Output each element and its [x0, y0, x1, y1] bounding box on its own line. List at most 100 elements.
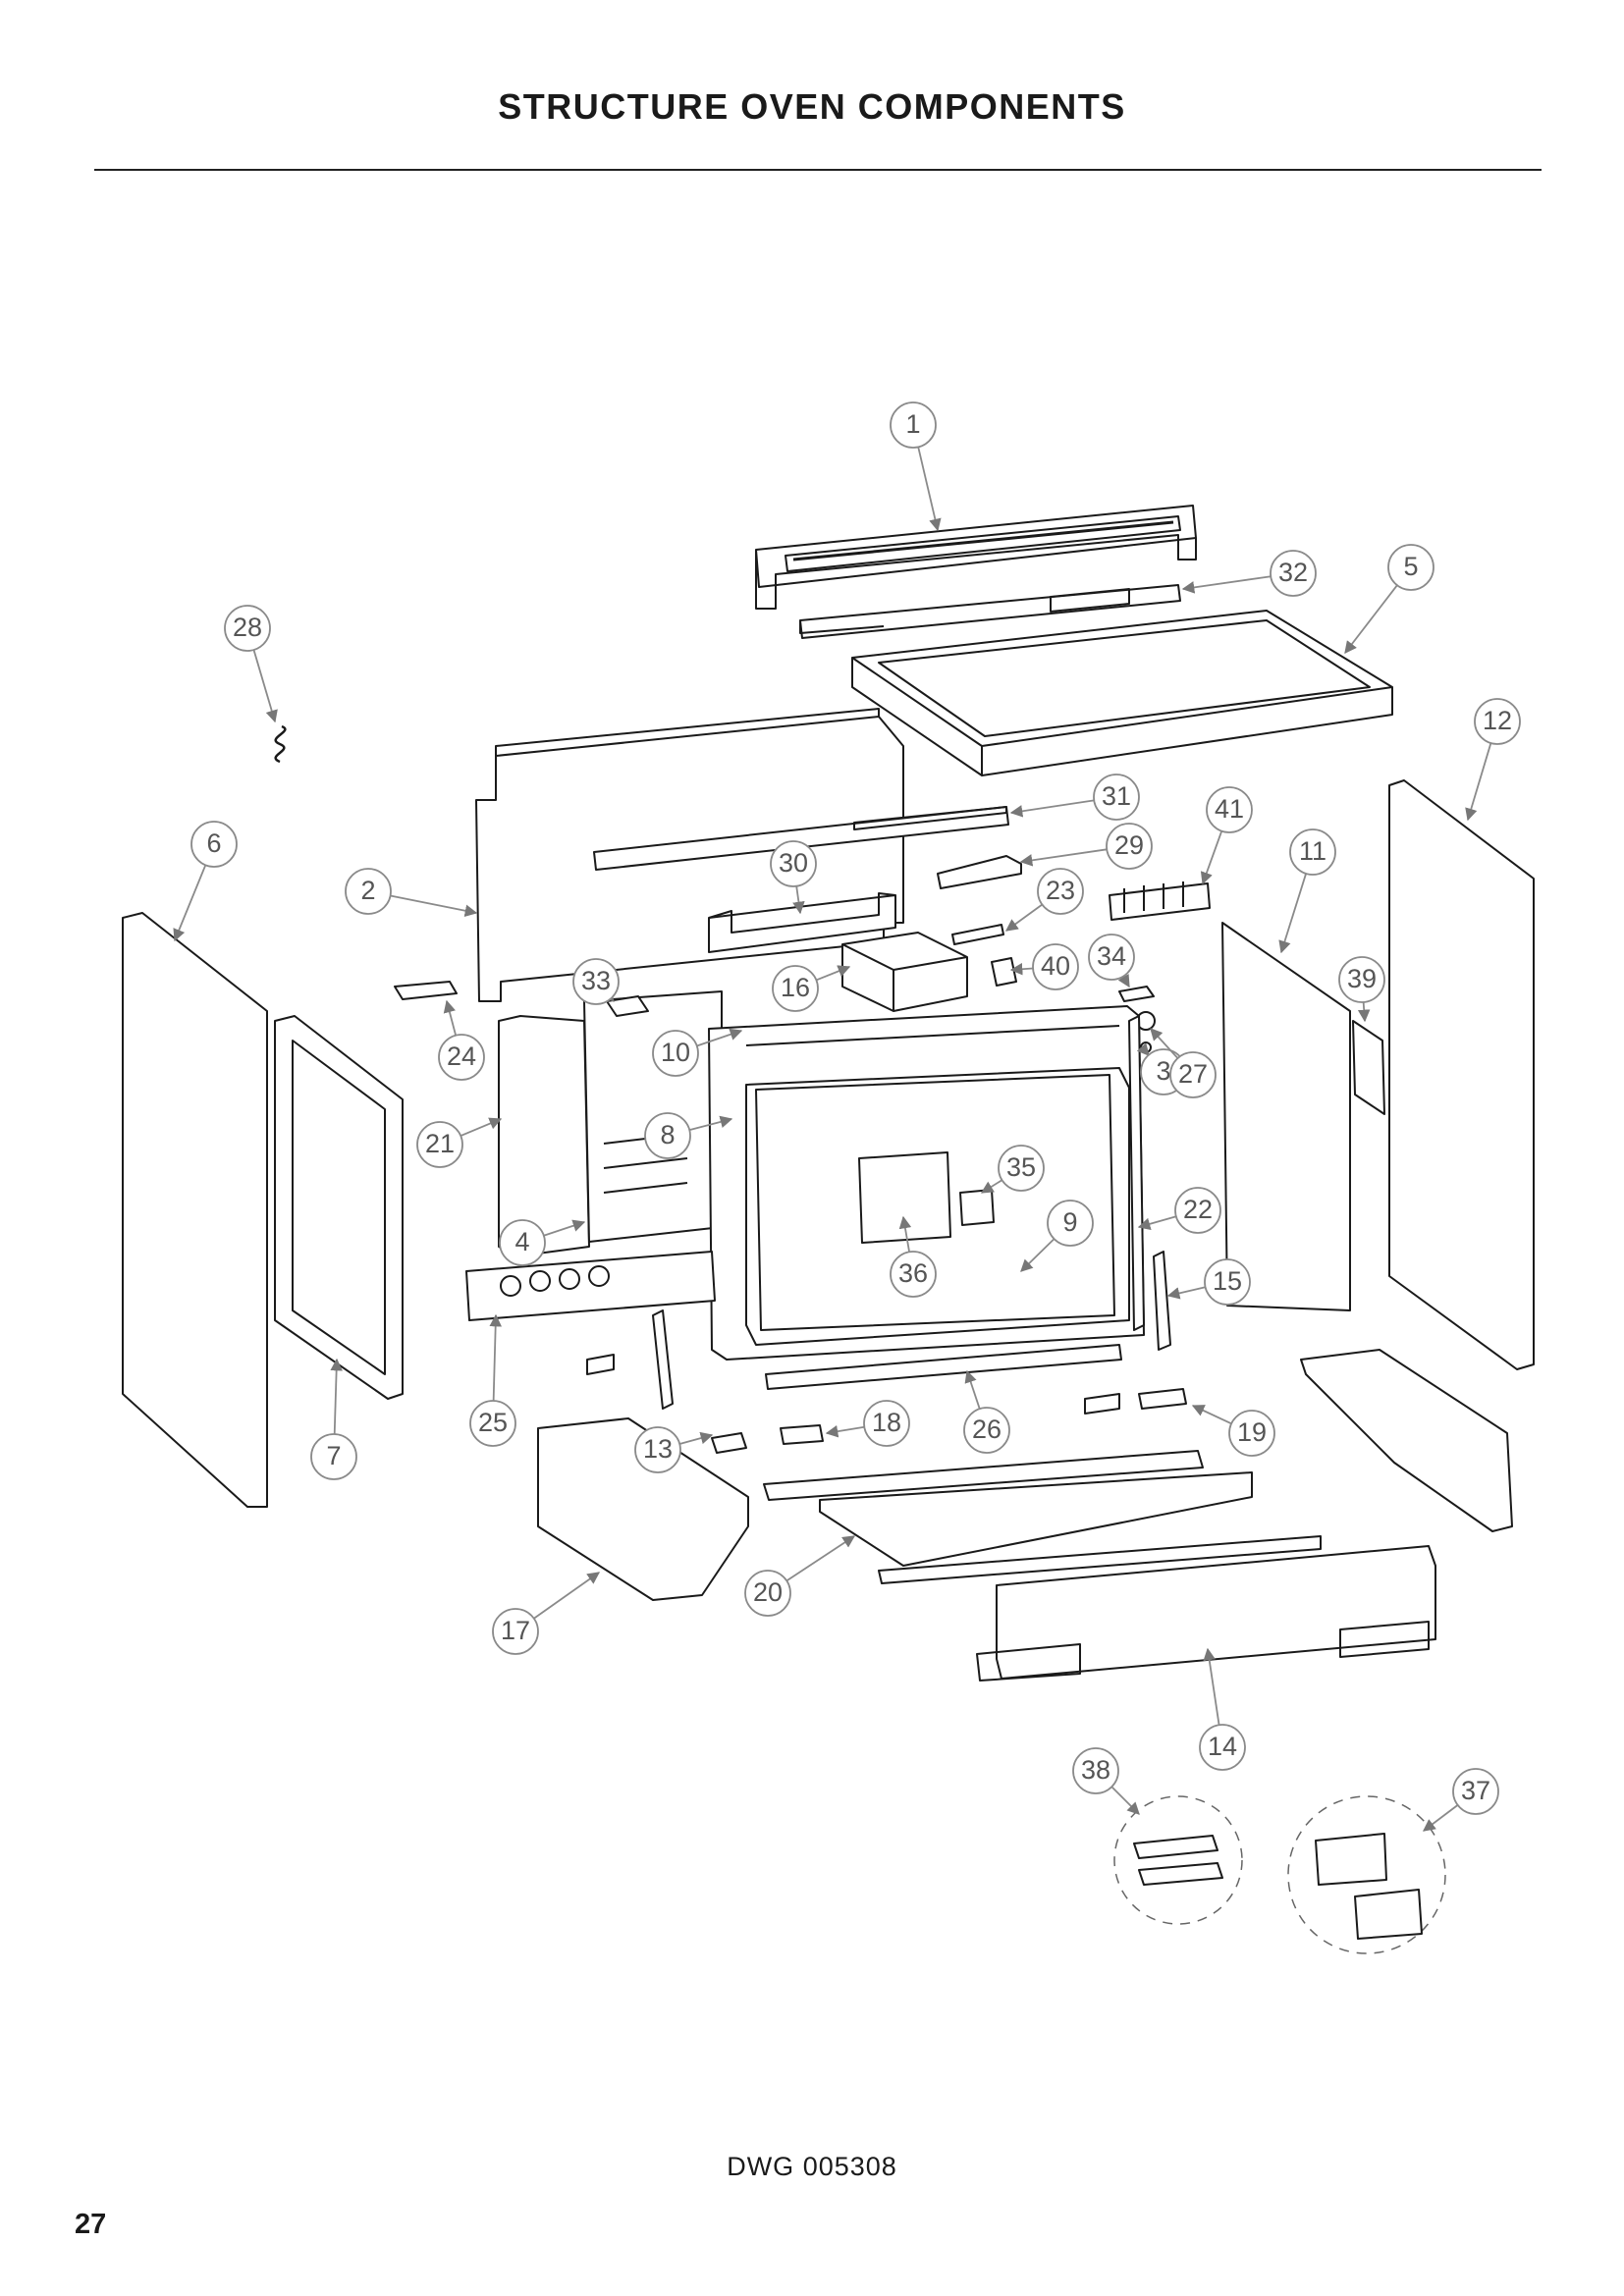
callout-27: 27 — [1150, 1028, 1217, 1098]
part-hinge-15 — [1153, 1251, 1171, 1351]
part-inner-wall-4 — [583, 990, 723, 1243]
callout-32: 32 — [1181, 550, 1317, 597]
callout-circle — [492, 1608, 539, 1655]
part-door-panel-11 — [1221, 922, 1351, 1311]
callout-20: 20 — [744, 1535, 856, 1617]
callout-circle — [1474, 698, 1521, 745]
part-35 — [959, 1189, 995, 1226]
callout-leader — [1020, 1238, 1056, 1272]
callout-label: 23 — [1046, 876, 1075, 905]
callout-circle — [438, 1034, 485, 1081]
part-bracket-right — [1300, 1349, 1513, 1532]
callout-circle — [770, 840, 817, 887]
part-bracket-24 — [394, 981, 458, 1000]
callout-circle — [644, 1112, 691, 1159]
callout-30: 30 — [770, 840, 817, 915]
callout-19: 19 — [1191, 1405, 1275, 1457]
callout-label: 34 — [1097, 941, 1126, 971]
callout-label: 24 — [447, 1041, 476, 1071]
callout-circle — [1037, 868, 1084, 915]
part-foot-13 — [711, 1432, 747, 1454]
callout-circle — [190, 821, 238, 868]
callout-leader — [1110, 1786, 1140, 1815]
callout-label: 14 — [1208, 1732, 1237, 1761]
callout-35: 35 — [980, 1145, 1045, 1194]
part-foot-left — [586, 1354, 615, 1375]
callout-23: 23 — [1004, 868, 1084, 932]
part-plate-25 — [465, 1251, 716, 1321]
callout-39: 39 — [1338, 956, 1385, 1023]
callout-8: 8 — [644, 1112, 733, 1159]
callout-6: 6 — [173, 821, 238, 942]
callout-16: 16 — [772, 965, 851, 1012]
callout-circle — [1206, 786, 1253, 833]
part-38 — [1113, 1795, 1243, 1925]
callout-40: 40 — [1009, 943, 1079, 990]
callout-leader — [792, 885, 805, 915]
callout-label: 21 — [425, 1129, 455, 1158]
callout-leader — [1004, 903, 1043, 932]
callout-label: 30 — [779, 848, 808, 878]
callout-41: 41 — [1200, 786, 1253, 885]
part-18 — [780, 1424, 824, 1445]
callout-label: 39 — [1347, 964, 1377, 993]
callout-leader — [1137, 1215, 1177, 1230]
part-37 — [1287, 1795, 1446, 1954]
callout-label: 36 — [898, 1258, 928, 1288]
callout-label: 10 — [661, 1038, 690, 1067]
callout-label: 37 — [1461, 1776, 1490, 1805]
callout-26: 26 — [963, 1369, 1010, 1454]
callout-circle — [890, 1251, 937, 1298]
callout-17: 17 — [492, 1572, 601, 1655]
part-spring-28 — [274, 724, 287, 764]
title-divider — [94, 169, 1542, 171]
part-rail-26 — [765, 1344, 1122, 1390]
callout-leader — [1357, 1001, 1371, 1023]
callout-2: 2 — [345, 868, 478, 917]
callout-leader — [696, 1028, 743, 1047]
callout-leader — [785, 1535, 856, 1582]
callout-label: 2 — [360, 876, 375, 905]
part-side-panel-6 — [122, 912, 268, 1508]
callout-circle — [890, 401, 937, 449]
part-bracket-23 — [951, 924, 1004, 945]
callout-leader — [1150, 1028, 1179, 1059]
callout-29: 29 — [1019, 823, 1153, 870]
callout-leader — [689, 1115, 733, 1132]
callout-circle — [634, 1426, 681, 1473]
callout-circle — [1338, 956, 1385, 1003]
callout-22: 22 — [1137, 1187, 1221, 1234]
callout-label: 4 — [514, 1227, 529, 1256]
callout-label: 5 — [1403, 552, 1418, 581]
callout-12: 12 — [1465, 698, 1521, 822]
callout-leader — [443, 999, 458, 1036]
callout-circle — [1088, 934, 1135, 981]
callout-label: 41 — [1215, 794, 1244, 824]
callout-circle — [772, 965, 819, 1012]
callout-leader — [1009, 799, 1095, 818]
callout-circle — [1093, 774, 1140, 821]
callout-circle — [1204, 1258, 1251, 1306]
callout-leader — [1278, 873, 1307, 954]
callout-leader — [898, 1215, 912, 1253]
callout-label: 15 — [1213, 1266, 1242, 1296]
callout-21: 21 — [416, 1117, 503, 1168]
callout-circle — [224, 605, 271, 652]
callout-circle — [963, 1407, 1010, 1454]
part-bottom-tray-20 — [763, 1450, 1322, 1584]
part-bar-31-lip — [853, 806, 1007, 830]
callout-label: 40 — [1041, 951, 1070, 981]
callout-25: 25 — [469, 1313, 516, 1447]
callout-circle — [1047, 1200, 1094, 1247]
page-number: 27 — [75, 2209, 107, 2240]
callout-36: 36 — [890, 1215, 937, 1298]
callout-circle — [416, 1121, 463, 1168]
callout-leader — [460, 1117, 503, 1137]
callout-circle — [310, 1433, 357, 1480]
callout-label: 8 — [660, 1120, 675, 1149]
part-40 — [991, 957, 1017, 987]
callout-leader — [252, 649, 278, 723]
callout-11: 11 — [1278, 828, 1336, 954]
part-hinge-22 — [1128, 1015, 1145, 1331]
